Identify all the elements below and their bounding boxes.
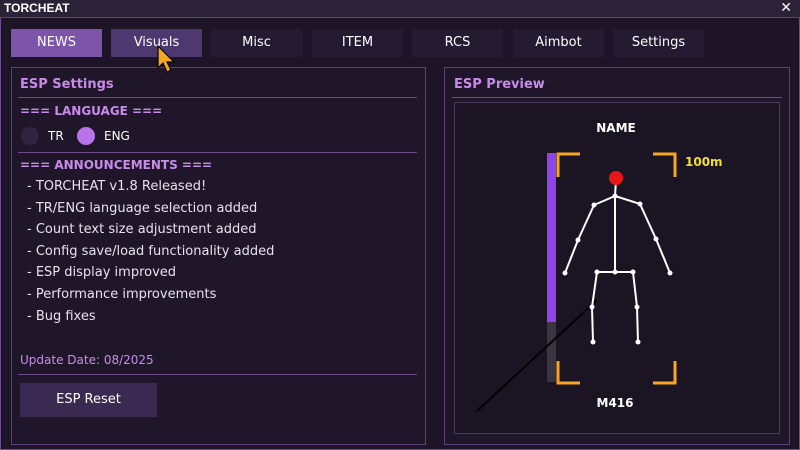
esp-preview-title: ESP Preview <box>454 77 545 92</box>
esp-settings-title: ESP Settings <box>20 77 114 92</box>
update-date: Update Date: 08/2025 <box>20 353 154 367</box>
divider <box>18 97 417 98</box>
tab-rcs[interactable]: RCS <box>412 29 503 57</box>
language-header: === LANGUAGE === <box>20 104 163 118</box>
tab-news[interactable]: NEWS <box>11 29 102 57</box>
tab-visuals[interactable]: Visuals <box>111 29 202 57</box>
radio-tr-label: TR <box>48 129 64 143</box>
esp-reset-button[interactable]: ESP Reset <box>20 383 157 417</box>
announcement-item: - TR/ENG language selection added <box>27 201 258 216</box>
title-bar: TORCHEAT ✕ <box>0 0 800 18</box>
radio-tr[interactable] <box>21 127 39 145</box>
announcement-item: - Performance improvements <box>27 287 217 302</box>
radio-eng-label: ENG <box>104 129 130 143</box>
announcement-item: - TORCHEAT v1.8 Released! <box>27 179 207 194</box>
tab-aimbot[interactable]: Aimbot <box>513 29 604 57</box>
divider <box>18 374 417 375</box>
announcements-header: === ANNOUNCEMENTS === <box>20 158 213 172</box>
mouse-cursor-icon <box>157 45 176 73</box>
radio-eng[interactable] <box>77 127 95 145</box>
divider <box>452 97 782 98</box>
window-title: TORCHEAT <box>4 1 70 15</box>
divider <box>18 152 417 153</box>
tab-settings[interactable]: Settings <box>613 29 704 57</box>
announcement-item: - Config save/load functionality added <box>27 244 275 259</box>
announcement-item: - Count text size adjustment added <box>27 222 257 237</box>
esp-preview-canvas <box>454 102 780 434</box>
tab-item[interactable]: ITEM <box>312 29 403 57</box>
close-icon[interactable]: ✕ <box>780 0 792 16</box>
announcement-item: - Bug fixes <box>27 309 96 324</box>
tab-misc[interactable]: Misc <box>211 29 302 57</box>
announcement-item: - ESP display improved <box>27 265 177 280</box>
